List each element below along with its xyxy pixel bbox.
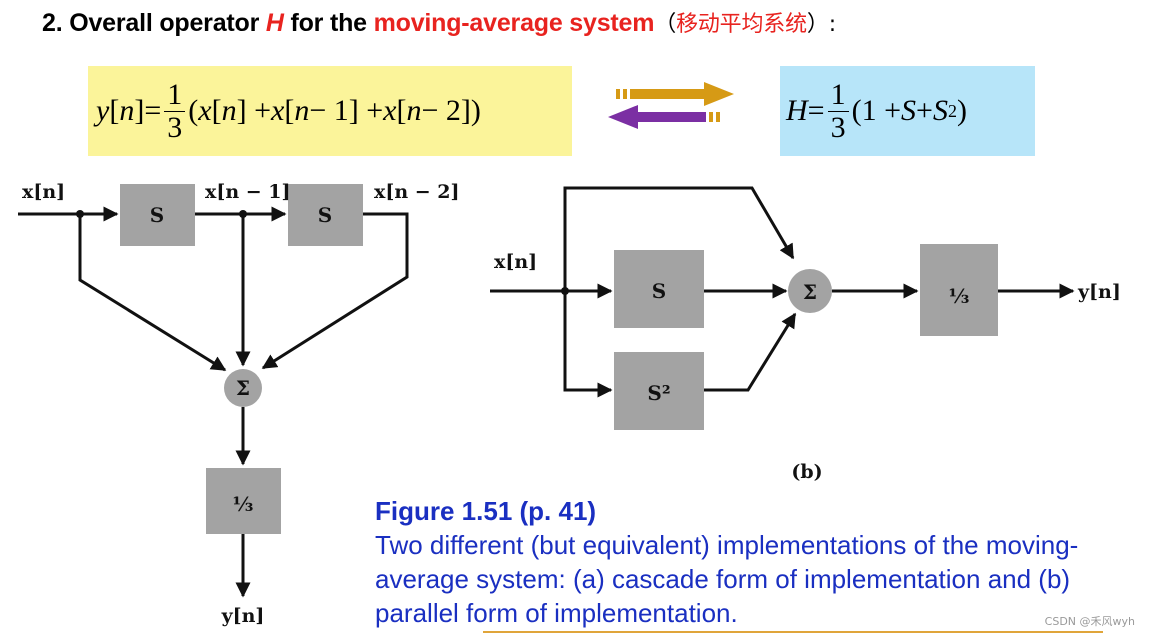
heading-paren-close: ）: <box>806 12 836 37</box>
eq-S: S <box>901 94 917 127</box>
caption-text: Two different (but equivalent) implement… <box>375 530 1079 628</box>
eq-equals: = <box>144 94 162 127</box>
eq-S: S <box>932 94 948 127</box>
s2-operator: S² <box>647 381 670 405</box>
output-label: y[n] <box>221 605 265 627</box>
tap-wire-2 <box>261 212 409 370</box>
s2-path-wire <box>563 291 613 398</box>
direct-path-wire <box>563 186 795 291</box>
s-box <box>614 250 704 328</box>
summer-symbol: Σ <box>236 376 250 400</box>
watermark: CSDN @禾风wyh <box>1044 615 1135 628</box>
cascade-form-diagram: x[n] x[n − 1] x[n − 2] S S Σ ⅓ y[n] <box>18 181 460 627</box>
caption-underline <box>483 631 1103 633</box>
slide-heading: 2. Overall operator H for the moving-ave… <box>42 6 836 38</box>
heading-term: moving-average system <box>373 9 655 37</box>
eq-bracket: [ <box>109 94 120 127</box>
delay-box-1 <box>120 184 195 246</box>
parallel-form-diagram: x[n] S S² Σ ⅓ y[n] (b) <box>490 186 1121 483</box>
eq-paren: ) <box>956 94 967 127</box>
eq-term: [ <box>211 94 222 127</box>
panel-label: (b) <box>791 461 822 483</box>
eq-bracket: ] <box>134 94 145 127</box>
forward-arrow <box>616 82 734 106</box>
eq-term: − 2]) <box>421 94 481 127</box>
heading-prefix: 2. Overall operator <box>42 9 260 37</box>
summer-circle <box>224 369 262 407</box>
delay2-operator: S <box>318 203 332 227</box>
eq-term: [ <box>284 94 295 127</box>
delay-box-2 <box>288 184 363 246</box>
backward-arrow <box>608 105 720 129</box>
equivalence-arrows <box>608 82 734 129</box>
heading-paren-open: （ <box>654 12 677 37</box>
s2-to-sum-wire <box>704 312 797 392</box>
eq-term: + <box>916 94 933 127</box>
heading-mid: for the <box>290 9 367 37</box>
eq-paren: ( <box>188 94 199 127</box>
caption-title: Figure 1.51 (p. 41) <box>375 496 597 526</box>
eq-n: n <box>294 94 310 127</box>
delay1-label: x[n − 1] <box>205 181 291 203</box>
s2-box <box>614 352 704 430</box>
summer-circle <box>788 269 832 313</box>
frac-numerator: 1 <box>164 78 186 112</box>
eq-term: (1 + <box>851 94 902 127</box>
heading-chinese-term: 移动平均系统 <box>676 12 807 37</box>
eq-H: H <box>786 94 808 127</box>
input-label: x[n] <box>494 251 537 273</box>
scale-factor: ⅓ <box>233 492 254 516</box>
heading-operator-symbol: H <box>265 9 284 37</box>
eq-x: x <box>198 94 212 127</box>
input-label: x[n] <box>22 181 65 203</box>
eq-n: n <box>406 94 422 127</box>
junction-dot <box>76 210 84 218</box>
eq-n: n <box>221 94 237 127</box>
eq-superscript: 2 <box>947 100 957 121</box>
frac-denominator: 3 <box>167 110 183 144</box>
eq-equals: = <box>807 94 825 127</box>
junction-dot <box>561 287 569 295</box>
delay2-label: x[n − 2] <box>374 181 460 203</box>
scale-factor: ⅓ <box>949 284 970 308</box>
eq-x: x <box>383 94 397 127</box>
scale-box <box>206 468 281 534</box>
output-label: y[n] <box>1077 281 1121 303</box>
summer-symbol: Σ <box>803 280 817 304</box>
scale-box <box>920 244 998 336</box>
eq-term: ] + <box>236 94 271 127</box>
eq-term: − 1] + <box>309 94 384 127</box>
eq-term: [ <box>396 94 407 127</box>
delay1-operator: S <box>150 203 164 227</box>
eq-y: y <box>96 94 110 127</box>
eq-n: n <box>119 94 135 127</box>
eq-x: x <box>271 94 285 127</box>
figure-caption: Figure 1.51 (p. 41) Two different (but e… <box>375 494 1115 630</box>
frac-denominator: 3 <box>830 110 846 144</box>
s-operator: S <box>652 279 666 303</box>
junction-dot <box>239 210 247 218</box>
frac-numerator: 1 <box>827 78 849 112</box>
tap-wire-0 <box>78 214 227 372</box>
